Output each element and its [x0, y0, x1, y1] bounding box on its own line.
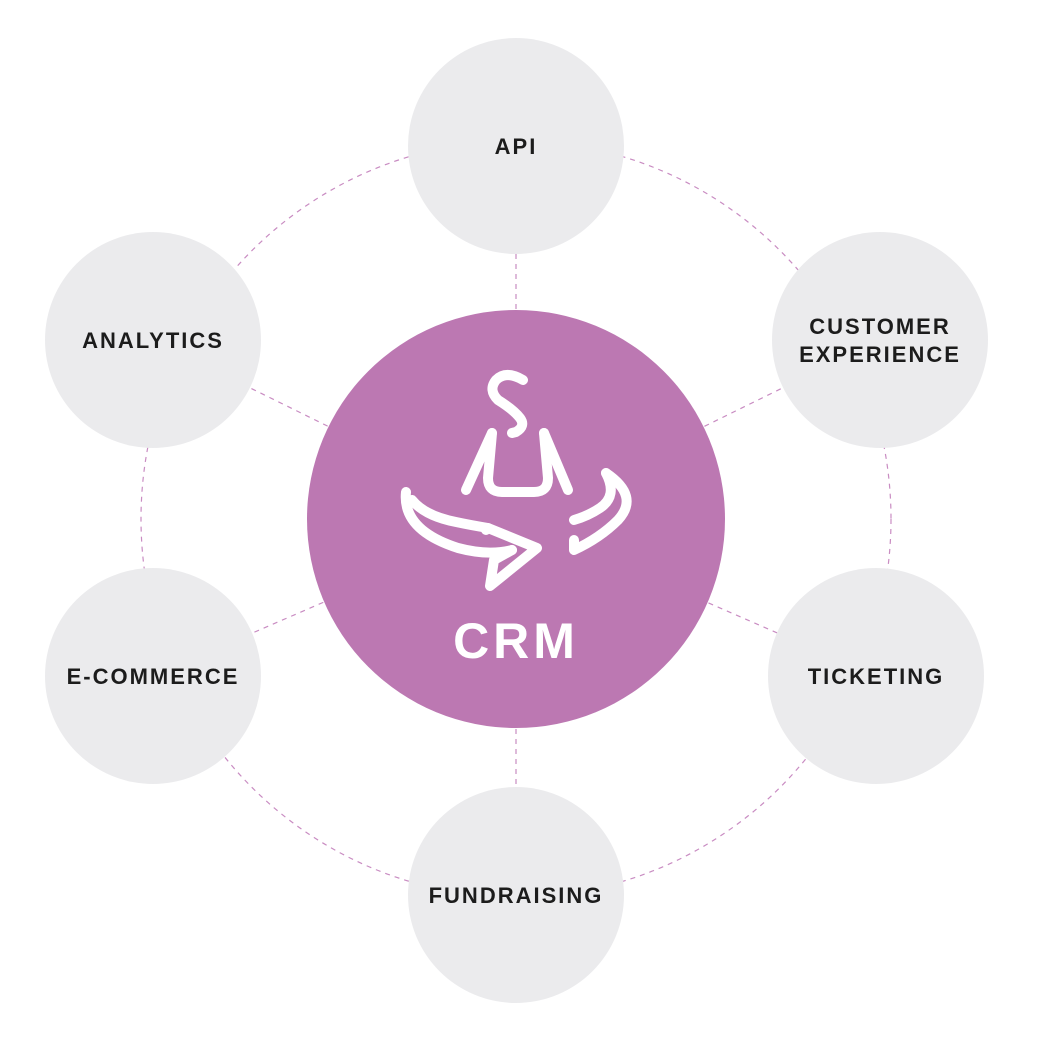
- satellite-nodes: API CUSTOMER EXPERIENCE TICKETING FUNDRAISIN…: [45, 38, 988, 1003]
- node-customer-experience: CUSTOMER EXPERIENCE: [772, 232, 988, 448]
- node-label-ticketing: TICKETING: [808, 664, 945, 689]
- crm-hub-circle: [307, 310, 725, 728]
- node-e-commerce: E-COMMERCE: [45, 568, 261, 784]
- node-circle-analytics: [45, 232, 261, 448]
- node-fundraising: FUNDRAISING: [408, 787, 624, 1003]
- node-circle-fundraising: [408, 787, 624, 1003]
- node-api: API: [408, 38, 624, 254]
- node-label-customer-experience: CUSTOMER: [809, 314, 951, 339]
- node-label-fundraising: FUNDRAISING: [429, 883, 604, 908]
- crm-hub-label: CRM: [453, 613, 579, 669]
- node-ticketing: TICKETING: [768, 568, 984, 784]
- node-circle-ticketing: [768, 568, 984, 784]
- node-analytics: ANALYTICS: [45, 232, 261, 448]
- crm-person-rotation-icon: [400, 370, 632, 591]
- node-label-analytics: ANALYTICS: [82, 328, 224, 353]
- node-label-customer-experience: EXPERIENCE: [799, 342, 961, 367]
- crm-hub: CRM: [307, 310, 725, 728]
- node-circle-customer-experience: [772, 232, 988, 448]
- node-circle-api: [408, 38, 624, 254]
- node-label-api: API: [495, 134, 538, 159]
- node-label-e-commerce: E-COMMERCE: [67, 664, 240, 689]
- node-circle-e-commerce: [45, 568, 261, 784]
